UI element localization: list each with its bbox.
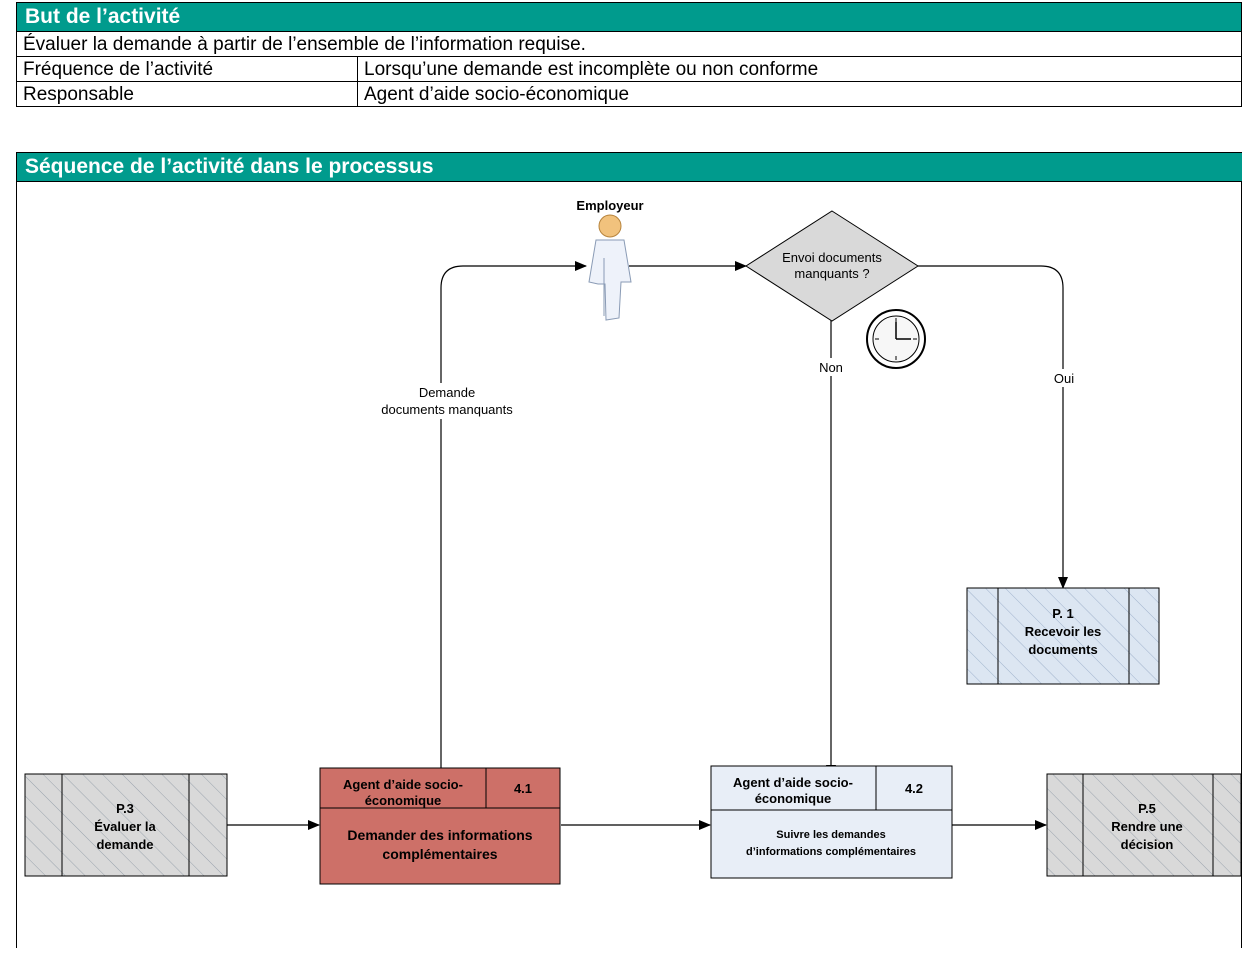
frequency-label: Fréquence de l’activité	[17, 57, 358, 81]
p1-code: P. 1	[1052, 606, 1073, 621]
activity-4-1: Agent d’aide socio- économique 4.1 Deman…	[319, 767, 561, 885]
request-label-line1: Demande	[419, 385, 475, 400]
section-header-sequence: Séquence de l’activité dans le processus	[16, 152, 1242, 182]
box41-number: 4.1	[514, 781, 532, 796]
box41-title-line1: Demander des informations	[347, 827, 532, 843]
goal-text: Évaluer la demande à partir de l’ensembl…	[23, 34, 586, 55]
p5-line1: Rendre une	[1111, 819, 1183, 834]
p3-code: P.3	[116, 801, 134, 816]
process-p3: P.3 Évaluer la demande	[24, 773, 228, 877]
decision-text-line2: manquants ?	[794, 266, 869, 281]
label-oui: Oui	[1054, 371, 1074, 386]
box42-role-line1: Agent d’aide socio-	[733, 775, 853, 790]
frequency-value: Lorsqu’une demande est incomplète ou non…	[364, 59, 819, 80]
flow-41-to-actor	[440, 261, 587, 768]
responsible-value: Agent d’aide socio-économique	[364, 84, 630, 105]
box42-title-line1: Suivre les demandes	[776, 829, 885, 841]
responsible-label: Responsable	[17, 82, 358, 106]
decision-text-line1: Envoi documents	[782, 250, 882, 265]
p3-line2: demande	[96, 837, 153, 852]
responsible-row: Responsable Agent d’aide socio-économiqu…	[16, 81, 1242, 107]
clock-icon	[866, 309, 926, 369]
activity-4-2: Agent d’aide socio- économique 4.2 Suivr…	[710, 765, 953, 879]
process-diagram-svg: Employeur Envoi documents manquants ? No…	[24, 198, 1242, 885]
decision-diamond	[745, 210, 919, 322]
actor-label: Employeur	[576, 198, 643, 213]
frequency-row: Fréquence de l’activité Lorsqu’une deman…	[16, 56, 1242, 82]
section-header-goal: But de l’activité	[16, 2, 1242, 32]
request-label-line2: documents manquants	[381, 402, 513, 417]
process-p1: P. 1 Recevoir les documents	[966, 587, 1160, 685]
p5-line2: décision	[1121, 837, 1174, 852]
box41-title-line2: complémentaires	[382, 846, 497, 862]
box42-title-line2: d’informations complémentaires	[746, 846, 916, 858]
flow-decision-oui	[918, 265, 1068, 589]
box42-role-line2: économique	[755, 791, 832, 806]
p1-line1: Recevoir les	[1025, 624, 1102, 639]
p3-line1: Évaluer la	[94, 819, 156, 834]
process-p5: P.5 Rendre une décision	[1046, 773, 1242, 877]
box41-role-line1: Agent d’aide socio-	[343, 777, 463, 792]
label-non: Non	[819, 360, 843, 375]
connectors	[227, 261, 1068, 830]
process-diagram: Employeur Envoi documents manquants ? No…	[16, 181, 1242, 948]
p5-code: P.5	[1138, 801, 1156, 816]
box42-number: 4.2	[905, 781, 923, 796]
goal-row: Évaluer la demande à partir de l’ensembl…	[16, 31, 1242, 57]
employer-person-icon	[588, 214, 632, 321]
p1-line2: documents	[1028, 642, 1097, 657]
box41-role-line2: économique	[365, 793, 442, 808]
